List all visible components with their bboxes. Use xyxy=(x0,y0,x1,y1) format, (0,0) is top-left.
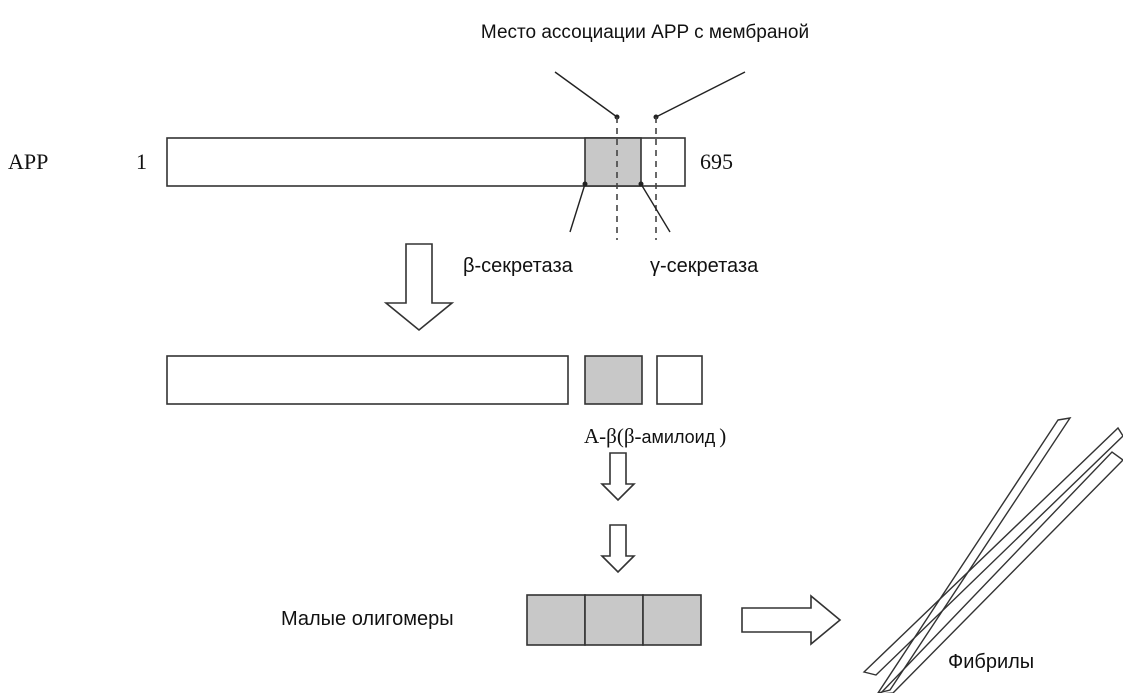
fibrils-label: Фибрилы xyxy=(948,651,1034,673)
oligomers-label: Малые олигомеры xyxy=(281,608,454,630)
abeta-label: A-β(β-амилоид) xyxy=(584,424,726,448)
app-end-residue: 695 xyxy=(700,149,733,174)
fragment-intracellular xyxy=(656,355,703,405)
membrane-pointer-left xyxy=(554,71,618,118)
fragment-ectodomain xyxy=(166,355,569,405)
app-start-residue: 1 xyxy=(136,149,147,174)
fibril-strand-2 xyxy=(862,426,1123,676)
beta-secretase-pointer xyxy=(569,183,586,233)
down-arrow-cleavage xyxy=(383,243,455,332)
membrane-association-title: Место ассоциации APP с мембраной xyxy=(481,22,809,43)
oligomer-unit-3 xyxy=(642,594,702,646)
app-label: APP xyxy=(8,149,48,174)
fragment-abeta xyxy=(584,355,643,405)
oligomer-unit-2 xyxy=(584,594,644,646)
right-arrow-aggregation xyxy=(741,594,842,646)
down-arrow-small-1 xyxy=(600,452,636,502)
abeta-region xyxy=(584,137,642,187)
down-arrow-small-2 xyxy=(600,524,636,574)
beta-secretase-label: β-секретаза xyxy=(463,255,574,277)
gamma-secretase-label: γ-секретаза xyxy=(650,255,759,277)
gamma-secretase-pointer xyxy=(640,183,671,233)
fibril-strand-1 xyxy=(877,417,1072,693)
membrane-pointer-right xyxy=(655,71,746,118)
fibril-strand-3 xyxy=(879,451,1123,693)
oligomer-unit-1 xyxy=(526,594,586,646)
